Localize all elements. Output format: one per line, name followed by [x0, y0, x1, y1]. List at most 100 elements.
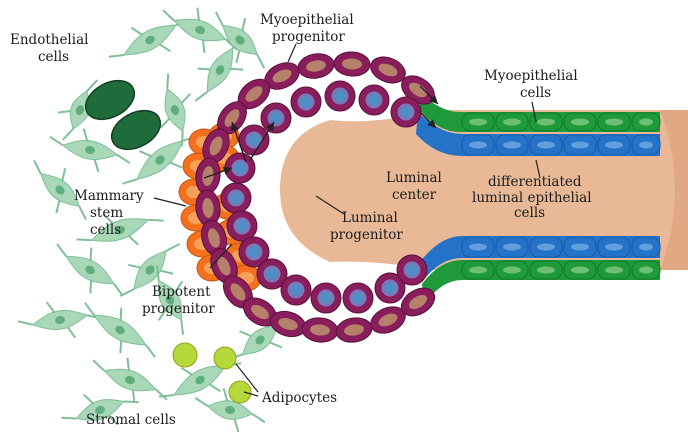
duct-cell-nucleus: [537, 142, 555, 149]
luminal-progenitor-line1: Luminal: [342, 210, 398, 226]
duct-cell-nucleus: [503, 119, 521, 126]
bipotent-line1: Bipotent: [152, 284, 211, 300]
luminal-cell-nucleus: [267, 269, 278, 280]
endothelial-label-line1: Endothelial: [10, 32, 88, 48]
duct-cell-nucleus: [571, 267, 589, 274]
luminal-cell-nucleus: [321, 293, 332, 304]
adipocyte: [214, 347, 236, 369]
duct-cell-nucleus: [571, 244, 589, 251]
differentiated-line2: luminal epithelial: [472, 190, 592, 206]
mammary-stem-line1: Mammary: [74, 188, 144, 204]
duct-cell-nucleus: [469, 244, 487, 251]
endothelial-label-line2: cells: [38, 49, 69, 65]
duct-cell: [632, 135, 660, 155]
stromal-cell: [44, 232, 136, 308]
duct-cell: [632, 237, 660, 257]
duct-cell: [564, 261, 596, 279]
stromal-cell: [102, 1, 198, 80]
luminal-progenitor-cell: [227, 211, 257, 241]
luminal-cell-nucleus: [401, 107, 412, 118]
adipocytes-label: Adipocytes: [261, 390, 337, 406]
luminal-cell-nucleus: [369, 95, 380, 106]
duct-cell: [598, 113, 630, 131]
mammary-stem-line3: cells: [90, 222, 121, 238]
duct-cell-nucleus: [639, 119, 653, 126]
duct-cell-nucleus: [639, 267, 653, 274]
duct-cell-nucleus: [571, 119, 589, 126]
duct-cell: [598, 135, 630, 155]
duct-cell-nucleus: [537, 267, 555, 274]
duct-cell-nucleus: [503, 267, 521, 274]
duct-cell: [564, 113, 596, 131]
duct-cell-nucleus: [537, 244, 555, 251]
mammary-stem-line2: stem: [90, 205, 123, 221]
luminal-progenitor-cell: [325, 81, 355, 111]
duct-cell-nucleus: [605, 244, 623, 251]
luminal-cell-nucleus: [385, 283, 396, 294]
luminal-cell-nucleus: [301, 97, 312, 108]
endothelial-label: Endothelial cells: [10, 32, 93, 65]
luminal-cell-nucleus: [249, 135, 260, 146]
duct-cell-nucleus: [503, 244, 521, 251]
duct-cell-nucleus: [469, 267, 487, 274]
luminal-progenitor-cell: [221, 183, 251, 213]
duct-cell: [496, 113, 528, 131]
duct-cell-nucleus: [605, 267, 623, 274]
duct-cell-nucleus: [639, 142, 653, 149]
luminal-cell-nucleus: [231, 193, 242, 204]
leader-line: [288, 44, 296, 62]
myoepithelial-progenitor-cell: [334, 316, 373, 345]
duct-cell: [530, 261, 562, 279]
adipocyte: [229, 381, 251, 403]
luminal-progenitor-cell: [311, 283, 341, 313]
duct-cell-nucleus: [537, 119, 555, 126]
luminal-progenitor-cell: [391, 97, 421, 127]
duct-cell: [496, 135, 528, 155]
luminal-progenitor-cell: [397, 255, 427, 285]
duct-cell: [598, 261, 630, 279]
duct-cell: [632, 261, 660, 279]
luminal-cell-nucleus: [235, 163, 246, 174]
duct-cell-nucleus: [571, 142, 589, 149]
duct-cell: [530, 237, 562, 257]
luminal-progenitor-cell: [281, 275, 311, 305]
luminal-cell-nucleus: [407, 265, 418, 276]
luminal-progenitor-cell: [261, 103, 291, 133]
duct-cell: [530, 135, 562, 155]
duct-cell-nucleus: [503, 142, 521, 149]
stromal-cells: [16, 0, 301, 434]
differentiated-line1: differentiated: [488, 174, 582, 190]
duct-cell-nucleus: [469, 119, 487, 126]
myo-cells-line1: Myoepithelial: [484, 68, 578, 84]
stromal-cell: [16, 293, 105, 347]
duct-cell: [632, 113, 660, 131]
duct-cell: [564, 135, 596, 155]
luminal-progenitor-cell: [239, 125, 269, 155]
myoepithelial-progenitor-cell: [333, 51, 370, 77]
myoepithelial-cells-label: Myoepithelial cells: [484, 68, 582, 101]
duct-cell: [462, 113, 494, 131]
myo-progenitor-line2: progenitor: [272, 29, 345, 45]
luminal-progenitor-cell: [291, 87, 321, 117]
duct-cell-nucleus: [605, 119, 623, 126]
duct-cell: [462, 135, 494, 155]
duct-cell-nucleus: [469, 142, 487, 149]
luminal-cell-nucleus: [291, 285, 302, 296]
duct-cell-nucleus: [605, 142, 623, 149]
luminal-cell-nucleus: [237, 221, 248, 232]
luminal-progenitor-cell: [359, 85, 389, 115]
luminal-cell-nucleus: [271, 113, 282, 124]
duct-cell: [564, 237, 596, 257]
luminal-cell-nucleus: [249, 247, 260, 258]
duct-cell: [496, 261, 528, 279]
luminal-progenitor-line2: progenitor: [330, 227, 403, 243]
luminal-cell-nucleus: [335, 91, 346, 102]
myoepithelial-progenitor-cell: [301, 316, 339, 343]
stromal-label: Stromal cells: [86, 412, 176, 428]
myoepithelial-progenitor-cell: [296, 51, 336, 81]
myoepithelial-progenitor-label: Myoepithelial progenitor: [260, 12, 358, 45]
bipotent-line2: progenitor: [142, 301, 215, 317]
duct-cell: [462, 261, 494, 279]
